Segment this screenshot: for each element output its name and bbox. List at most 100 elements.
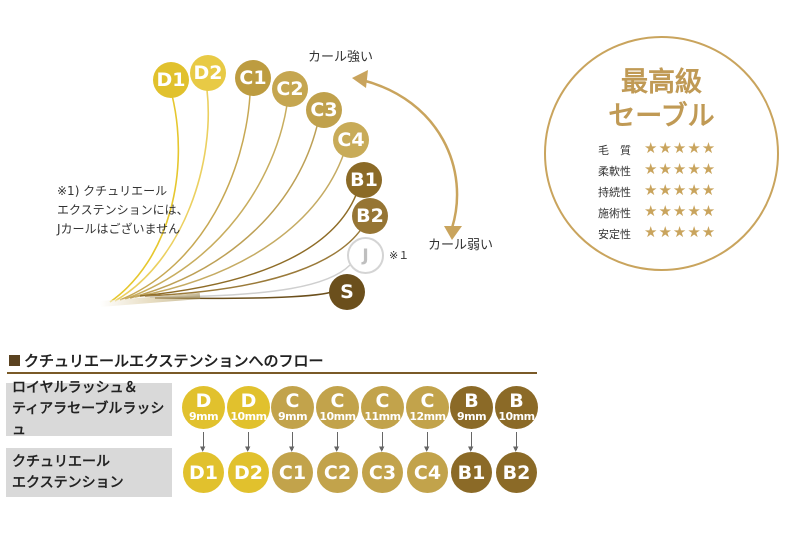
rating-label: 施術性 — [598, 207, 631, 220]
curl-d1-circle: D1 — [153, 62, 189, 98]
rating-stars: ★★★★★ — [644, 139, 717, 157]
rating-label: 柔軟性 — [598, 165, 631, 178]
arrow-down-icon: ▼ — [200, 445, 206, 453]
emblem-title-2: セーブル — [608, 101, 715, 132]
flow-arrow — [292, 432, 293, 450]
arrow-down-icon: ▼ — [513, 445, 519, 453]
flow-top-letter: D — [195, 390, 212, 412]
flow-row1-label: ロイヤルラッシュ＆ ティアラセーブルラッシュ — [6, 380, 172, 438]
curl-d2-circle: D2 — [190, 55, 226, 91]
flow-top-letter: C — [375, 390, 390, 412]
flow-row2-label: クチュリエール エクステンション — [6, 448, 172, 497]
j-curl-note: ※1) クチュリエール エクステンションには、 Jカールはございません — [57, 182, 189, 239]
curl-weak-label: カール弱い — [428, 238, 494, 253]
lash-d2 — [114, 89, 210, 302]
arrow-down-icon: ▼ — [424, 445, 430, 453]
curl-b1-circle: B1 — [346, 162, 382, 198]
rating-stars: ★★★★★ — [644, 181, 717, 199]
row1-label-line2: ティアラセーブルラッシュ — [12, 401, 165, 438]
curl-c2-circle: C2 — [272, 71, 308, 107]
arrow-down-icon: ▼ — [245, 445, 251, 453]
flow-arrow — [427, 432, 428, 450]
flow-top-length: 10mm — [230, 410, 267, 423]
rating-stars: ★★★★★ — [644, 223, 717, 241]
lash-base — [99, 293, 201, 307]
flow-top-letter: B — [509, 390, 524, 412]
note-line-3: Jカールはございません — [57, 222, 181, 236]
curl-arrow-line — [361, 78, 459, 229]
lash-c2 — [124, 104, 288, 300]
curl-arrow-head-top — [352, 70, 368, 88]
arrow-down-icon: ▼ — [379, 445, 385, 453]
rating-label: 毛 質 — [598, 144, 631, 157]
emblem-title-1: 最高級 — [621, 67, 702, 98]
flow-top-length: 9mm — [456, 410, 487, 423]
flow-bottom-circle: C4 — [407, 452, 448, 493]
note-line-1: ※1) クチュリエール — [57, 184, 168, 198]
section-divider — [7, 372, 537, 374]
flow-top-length: 9mm — [188, 410, 219, 423]
rating-label: 持続性 — [598, 186, 631, 199]
lash-b2 — [144, 227, 363, 297]
arrow-down-icon: ▼ — [289, 445, 295, 453]
flow-top-letter: D — [240, 390, 257, 412]
curl-b2-circle: B2 — [352, 198, 388, 234]
flow-arrow — [471, 432, 472, 450]
rating-stars: ★★★★★ — [644, 160, 717, 178]
note-line-2: エクステンションには、 — [57, 203, 189, 217]
flow-arrow — [382, 432, 383, 450]
j-note-mark: ※１ — [389, 249, 410, 262]
flow-bottom-circle: C1 — [272, 452, 313, 493]
flow-bottom-circle: C2 — [317, 452, 358, 493]
row1-label-line1: ロイヤルラッシュ＆ — [12, 380, 138, 396]
flow-bottom-circle: B2 — [496, 452, 537, 493]
curl-j-circle: J — [347, 237, 384, 274]
row2-label-line2: エクステンション — [12, 474, 124, 491]
flow-bottom-circle: B1 — [451, 452, 492, 493]
row2-label-line1: クチュリエール — [12, 453, 110, 470]
arrow-down-icon: ▼ — [468, 445, 474, 453]
curl-strong-label: カール強い — [308, 50, 374, 65]
flow-top-letter: C — [420, 390, 435, 412]
section-square-icon — [9, 355, 20, 366]
lash-c3 — [129, 121, 319, 299]
lash-b1 — [139, 194, 357, 297]
flow-top-length: 12mm — [409, 410, 446, 423]
flow-top-length: 10mm — [498, 410, 535, 423]
flow-top-length: 9mm — [277, 410, 308, 423]
flow-top-letter: C — [285, 390, 300, 412]
flow-top-length: 10mm — [319, 410, 356, 423]
flow-top-letter: B — [464, 390, 479, 412]
flow-arrow — [203, 432, 204, 450]
curl-arrow-head-bottom — [444, 226, 462, 240]
rating-stars: ★★★★★ — [644, 202, 717, 220]
flow-arrow — [248, 432, 249, 450]
rating-label: 安定性 — [598, 228, 631, 241]
flow-arrow — [337, 432, 338, 450]
flow-top-length: 11mm — [364, 410, 401, 423]
flow-title-text: クチュリエールエクステンションへのフロー — [24, 352, 324, 370]
flow-bottom-circle: D1 — [183, 452, 224, 493]
curl-c1-circle: C1 — [235, 60, 271, 96]
flow-top-letter: C — [330, 390, 345, 412]
curl-c3-circle: C3 — [306, 92, 342, 128]
curl-s-circle: S — [329, 274, 365, 310]
lash-c1 — [119, 94, 251, 301]
flow-section-title: クチュリエールエクステンションへのフロー — [9, 350, 324, 371]
curl-c4-circle: C4 — [333, 122, 369, 158]
arrow-down-icon: ▼ — [334, 445, 340, 453]
lash-c4 — [134, 152, 345, 298]
flow-bottom-circle: D2 — [228, 452, 269, 493]
flow-bottom-circle: C3 — [362, 452, 403, 493]
sable-emblem: 最高級 セーブル 毛 質 ★★★★★ 柔軟性 ★★★★★ 持続性 ★★★★★ 施… — [544, 36, 779, 271]
lash-d1 — [109, 94, 180, 303]
